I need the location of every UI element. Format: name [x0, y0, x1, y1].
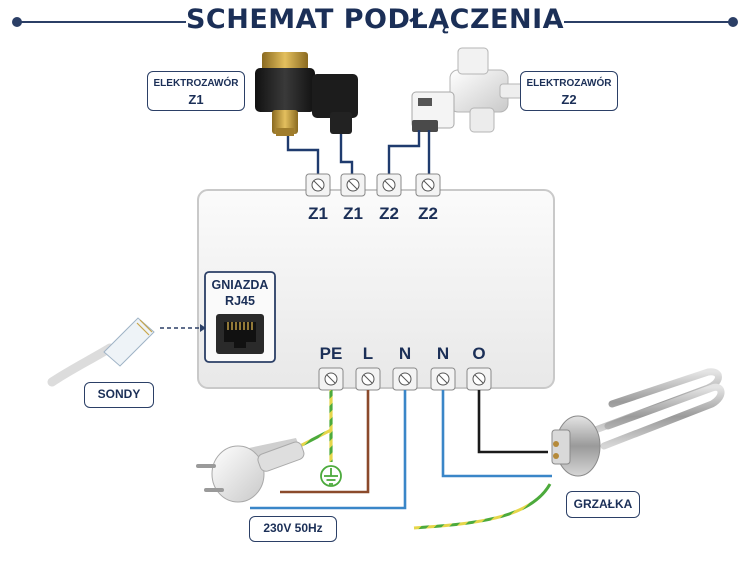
- power-supply-label: 230V 50Hz: [249, 516, 337, 542]
- wire-n-heater: [441, 390, 552, 478]
- terminal-n-2: [430, 367, 456, 391]
- terminal-z2-1: [376, 173, 402, 197]
- terminal-label-z2-2: Z2: [418, 204, 438, 223]
- heater-element-icon: [551, 368, 725, 477]
- title-right-dot: [728, 17, 738, 27]
- terminal-z1-1: [305, 173, 331, 197]
- solenoid-valve-z2-icon: [411, 47, 525, 133]
- sondy-label: SONDY: [84, 382, 154, 408]
- terminal-label-n-2: N: [436, 344, 450, 363]
- solenoid-z2-label-line2: Z2: [561, 92, 577, 107]
- terminal-label-o: O: [472, 344, 486, 363]
- wire-n-supply: [250, 390, 407, 510]
- terminal-o: [466, 367, 492, 391]
- solenoid-valve-z1-icon: [255, 52, 358, 136]
- terminal-label-z1-2: Z1: [343, 204, 363, 223]
- terminal-label-n-1: N: [398, 344, 412, 363]
- page-title: SCHEMAT PODŁĄCZENIA: [185, 4, 565, 35]
- rj45-label: GNIAZDA RJ45: [205, 277, 275, 309]
- title-left-dot: [12, 17, 22, 27]
- terminal-z1-2: [340, 173, 366, 197]
- title-left-line: [18, 21, 186, 23]
- terminal-label-l: L: [362, 344, 374, 363]
- power-plug-icon: [196, 438, 305, 503]
- rj45-label-line2: RJ45: [225, 294, 255, 308]
- terminal-n-1: [392, 367, 418, 391]
- wire-z2-a: [387, 130, 421, 178]
- terminal-label-z1-1: Z1: [308, 204, 328, 223]
- solenoid-z2-label: ELEKTROZAWÓR Z2: [520, 71, 618, 111]
- heater-label: GRZAŁKA: [566, 491, 640, 518]
- wire-l: [280, 390, 370, 494]
- solenoid-z1-label-line1: ELEKTROZAWÓR: [153, 78, 239, 89]
- wire-o-heater: [477, 390, 548, 454]
- rj45-cable-icon: [47, 317, 155, 387]
- solenoid-z1-label: ELEKTROZAWÓR Z1: [147, 71, 245, 111]
- terminal-label-z2-1: Z2: [379, 204, 399, 223]
- terminal-pe: [318, 367, 344, 391]
- title-right-line: [564, 21, 732, 23]
- solenoid-z1-label-line2: Z1: [188, 92, 204, 107]
- wire-z1-b: [339, 134, 354, 178]
- terminal-z2-2: [415, 173, 441, 197]
- terminal-l: [355, 367, 381, 391]
- solenoid-z2-label-line1: ELEKTROZAWÓR: [526, 78, 612, 89]
- wire-pe-heater: [413, 483, 552, 530]
- ground-symbol-icon: [320, 465, 342, 487]
- terminal-label-pe: PE: [319, 344, 343, 363]
- rj45-label-line1: GNIAZDA: [211, 278, 269, 292]
- wire-z1-a: [286, 136, 320, 178]
